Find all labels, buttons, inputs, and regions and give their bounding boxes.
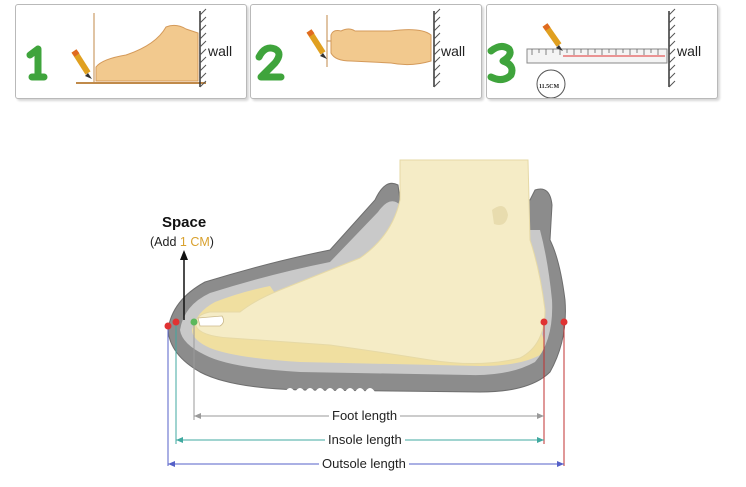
step-panel-1: wall <box>15 4 247 99</box>
foot-length-label: Foot length <box>329 408 401 423</box>
toenail <box>197 315 224 327</box>
step-3-illustration <box>487 8 676 98</box>
insole-start-marker <box>172 318 180 326</box>
ankle-bone <box>492 206 508 225</box>
step-panel-2: wall <box>250 4 482 99</box>
wall-label: wall <box>208 43 233 59</box>
foot-start-marker <box>190 318 198 326</box>
wall-label: wall <box>441 43 466 59</box>
space-value: 1 CM <box>179 235 210 249</box>
outsole-start-marker <box>164 322 172 330</box>
outsole-end-marker <box>560 318 568 326</box>
pencil-icon <box>71 49 92 79</box>
step-number-2 <box>255 44 285 81</box>
step-panel-3: 11.5CM wall <box>486 4 718 99</box>
step-2-illustration <box>255 8 441 88</box>
arrowhead <box>537 413 544 419</box>
space-arrow-head <box>180 250 188 260</box>
magnifier-icon <box>536 69 566 98</box>
space-note: (Add 1 CM) <box>150 235 214 249</box>
wall-label: wall <box>677 43 702 59</box>
insole-length-label: Insole length <box>325 432 405 447</box>
foot-top-view <box>330 28 432 66</box>
arrowhead <box>537 437 544 443</box>
arrowhead <box>194 413 201 419</box>
foot-end-marker <box>540 318 548 326</box>
step-1-illustration <box>26 8 207 88</box>
wall-icon <box>199 8 207 88</box>
arrowhead <box>168 461 175 467</box>
foot-illustration <box>195 159 546 365</box>
wall-icon <box>668 8 676 88</box>
arrowhead <box>557 461 564 467</box>
ruler-reading: 11.5CM <box>539 84 560 90</box>
space-title: Space <box>162 214 207 231</box>
wall-icon <box>433 8 441 88</box>
pencil-icon <box>542 23 563 51</box>
arrowhead <box>176 437 183 443</box>
step-number-1 <box>26 45 48 81</box>
pencil-icon <box>306 29 327 59</box>
foot-side-view <box>95 24 199 82</box>
step-number-3 <box>487 42 516 84</box>
outsole-length-label: Outsole length <box>319 456 409 471</box>
sole-tread <box>285 388 375 392</box>
